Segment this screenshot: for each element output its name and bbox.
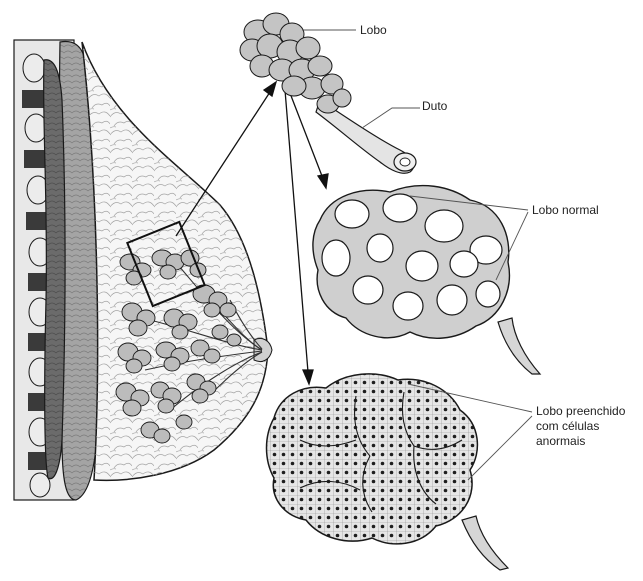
label-duct: Duto <box>422 99 447 114</box>
arrow-head-normal <box>318 174 328 188</box>
abnormal-lobe-body <box>267 374 478 544</box>
breast-cross-section <box>14 40 272 500</box>
label-abnormal-lobe-line1: Lobo preenchido <box>536 404 625 419</box>
lobe-illustration <box>240 13 416 173</box>
arrow-head-lobe <box>264 82 276 96</box>
label-lobe: Lobo <box>360 23 387 38</box>
label-normal-lobe: Lobo normal <box>532 203 599 218</box>
label-abnormal-lobe-line2: com células <box>536 419 625 434</box>
label-abnormal-lobe-line3: anormais <box>536 434 625 449</box>
pectoralis-minor <box>44 60 65 479</box>
normal-lobe-duct <box>498 318 540 374</box>
arrow-to-normal-lobe <box>288 88 322 176</box>
normal-lobe <box>313 186 540 374</box>
arrow-head-abnormal <box>303 370 313 384</box>
abnormal-lobe <box>267 374 509 570</box>
leader-duct <box>362 108 420 128</box>
lobe-alveoli <box>240 13 351 113</box>
nipple <box>254 338 272 361</box>
abnormal-lobe-duct <box>462 516 508 570</box>
label-abnormal-lobe: Lobo preenchido com células anormais <box>536 404 625 449</box>
